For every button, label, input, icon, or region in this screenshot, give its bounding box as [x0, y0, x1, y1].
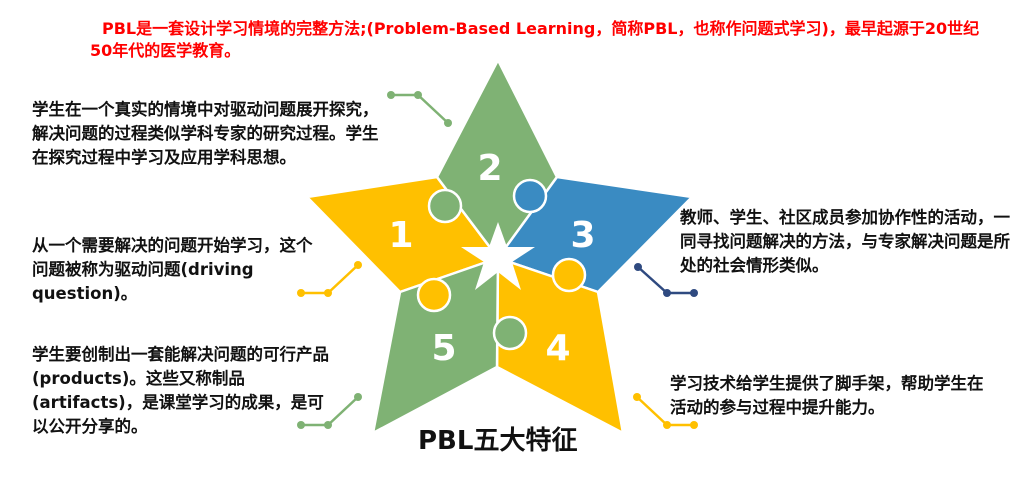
knob-2 — [427, 188, 463, 224]
feature-4-text: 学习技术给学生提供了脚手架，帮助学生在活动的参与过程中提升能力。 — [670, 374, 984, 417]
intro-text: PBL是一套设计学习情境的完整方法;(Problem-Based Learnin… — [90, 19, 980, 60]
feature-5-text: 学生要创制出一套能解决问题的可行产品(products)。这些又称制品(arti… — [32, 345, 329, 436]
knob-3 — [512, 178, 548, 214]
piece-number-4: 4 — [545, 328, 570, 369]
knob-4 — [551, 257, 587, 293]
piece-number-2: 2 — [477, 148, 502, 189]
piece-number-1: 1 — [388, 215, 413, 256]
feature-2-text: 学生在一个真实的情境中对驱动问题展开探究，解决问题的过程类似学科专家的研究过程。… — [32, 100, 379, 167]
knob-1 — [416, 277, 452, 313]
connector-2 — [391, 93, 449, 124]
diagram-title: PBL五大特征 — [418, 426, 578, 456]
feature-3-text: 教师、学生、社区成员参加协作性的活动，一同寻找问题解决的方法，与专家解决问题是所… — [680, 208, 1010, 275]
knob-5 — [492, 315, 528, 351]
piece-number-5: 5 — [431, 328, 456, 369]
piece-number-3: 3 — [570, 215, 595, 256]
center-star-icon — [461, 222, 535, 290]
feature-1-text: 从一个需要解决的问题开始学习，这个问题被称为驱动问题(driving quest… — [32, 236, 313, 303]
